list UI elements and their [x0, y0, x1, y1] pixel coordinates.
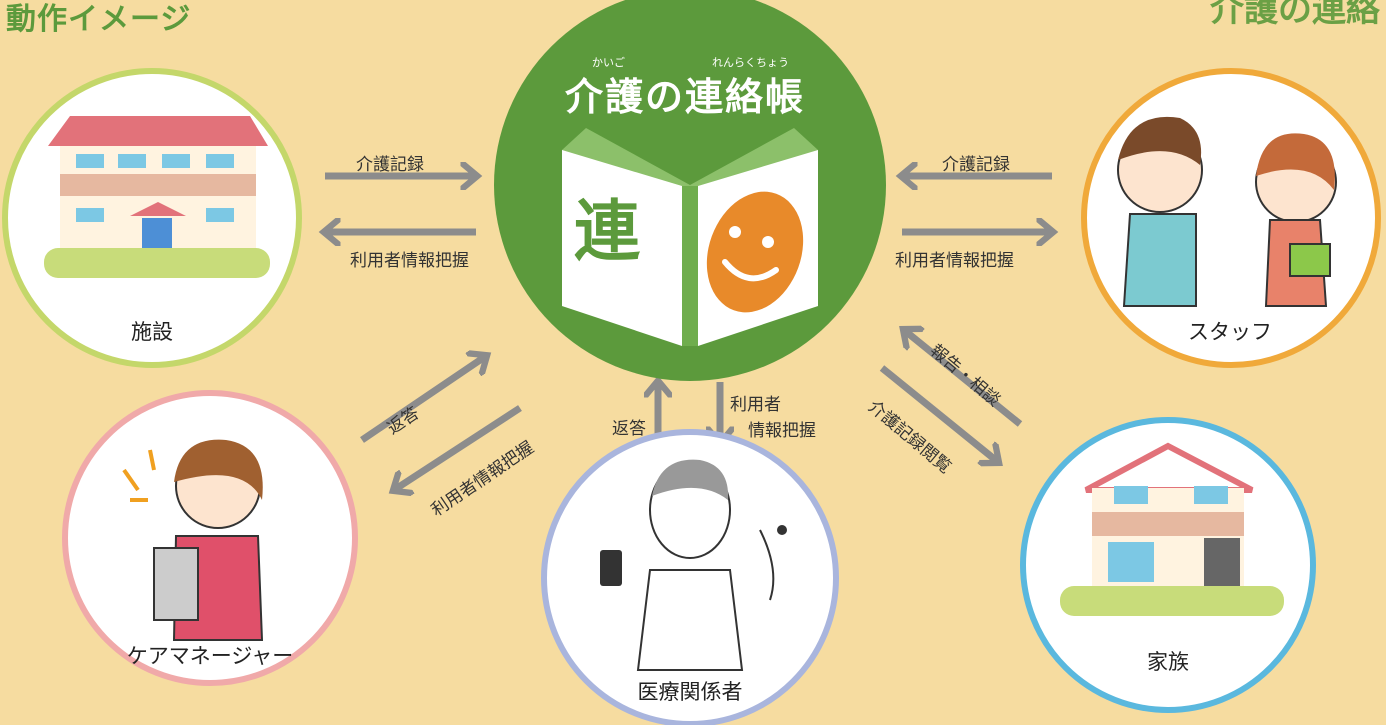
- node-label-facility: 施設: [131, 320, 173, 344]
- arrow-family-to-center: [904, 330, 1023, 427]
- node-label-care-manager: ケアマネージャー: [126, 644, 294, 668]
- staff-node: [1081, 68, 1381, 368]
- facility-node: [2, 68, 302, 368]
- label-center-to-facility: 利用者情報把握: [350, 251, 469, 271]
- care-manager-node: [62, 390, 358, 686]
- arrows: [325, 176, 1052, 490]
- arrow-center-to-family: [879, 365, 998, 462]
- book-icon: [562, 128, 818, 346]
- ruby-kaigo: かいご: [592, 56, 625, 69]
- app-title: 介護の連絡帳: [565, 75, 806, 119]
- label-center-to-staff: 利用者情報把握: [895, 251, 1014, 271]
- smiley-icon: [706, 191, 804, 313]
- page-heading: 動作イメージ: [6, 2, 192, 37]
- label-center-to-medical-1: 利用者: [730, 395, 781, 415]
- arrow-cm-to-center: [360, 356, 486, 443]
- label-medical-to-center: 返答: [612, 419, 646, 439]
- node-label-family: 家族: [1147, 650, 1189, 674]
- node-label-medical: 医療関係者: [637, 680, 743, 704]
- ruby-renrakucho: れんらくちょう: [712, 56, 789, 69]
- corner-logo-text: 介護の連絡: [1210, 0, 1380, 30]
- label-staff-to-center: 介護記録: [942, 155, 1010, 175]
- label-center-to-medical-2: 情報把握: [748, 421, 816, 441]
- node-label-staff: スタッフ: [1188, 320, 1272, 344]
- family-node: [1020, 417, 1316, 713]
- arrow-center-to-cm: [394, 405, 522, 490]
- book-character: 連: [574, 193, 640, 270]
- label-facility-to-center: 介護記録: [356, 155, 424, 175]
- medical-node: [541, 429, 839, 725]
